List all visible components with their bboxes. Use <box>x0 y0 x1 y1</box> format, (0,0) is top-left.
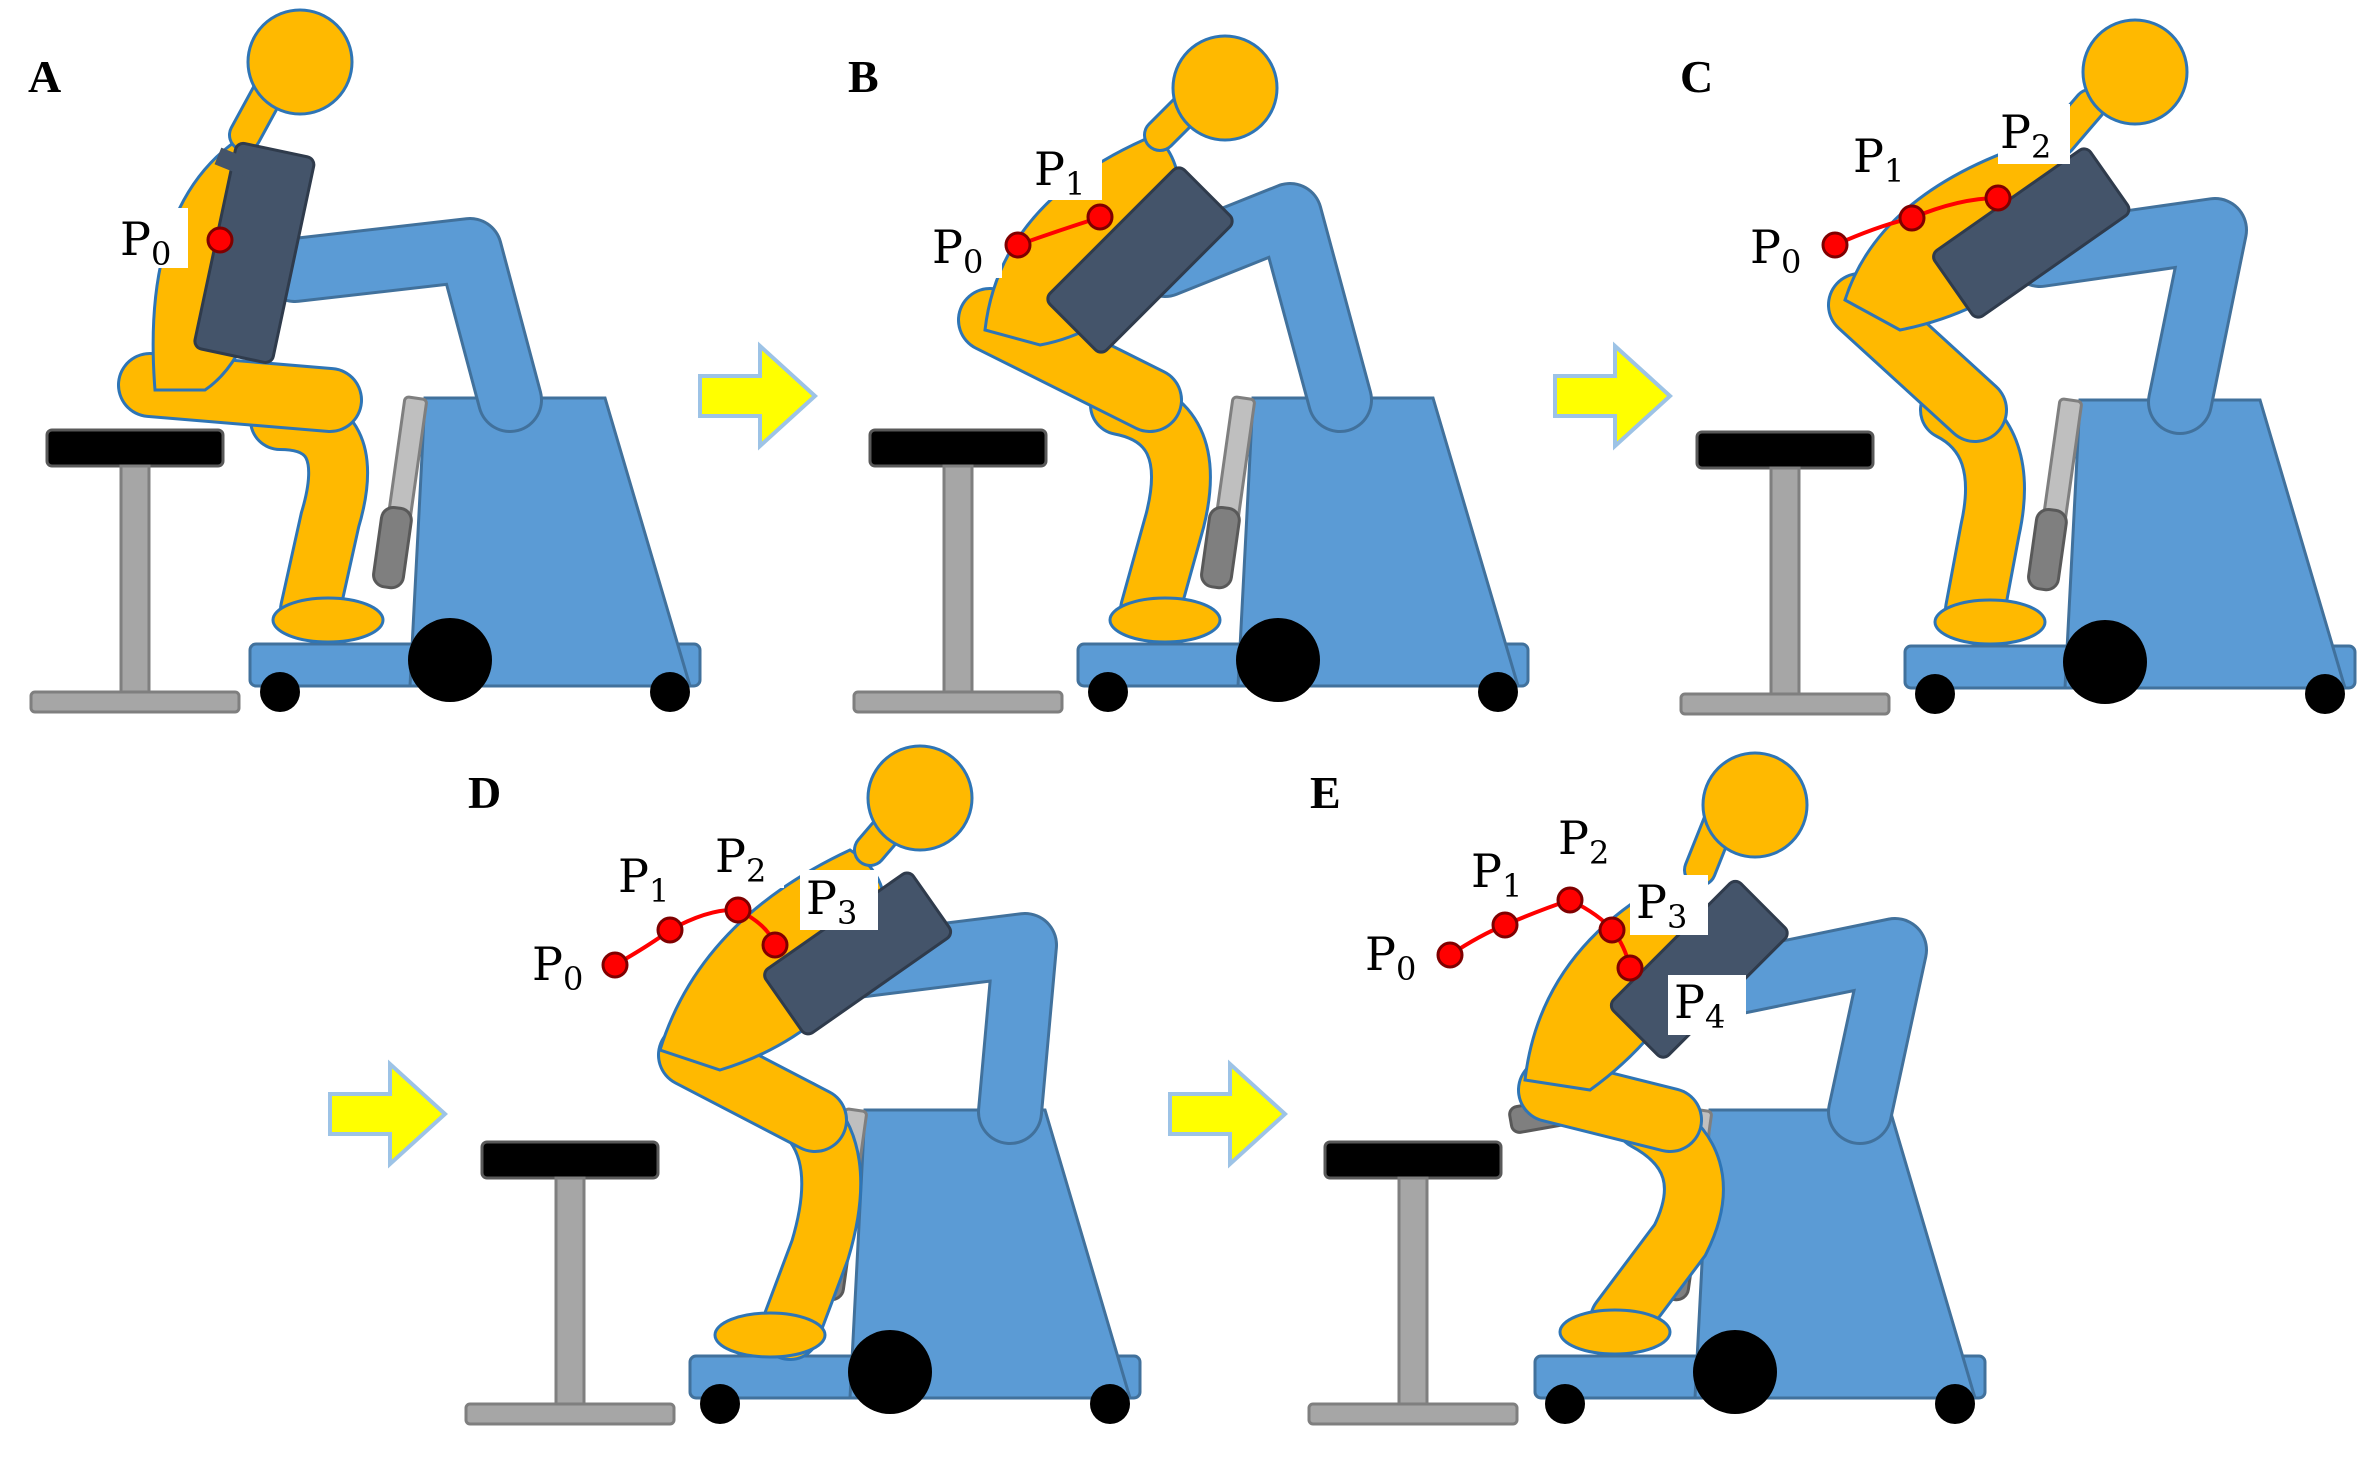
point-label-c-p2: P2 <box>2000 105 2051 166</box>
panel-b: B P0 P1 <box>848 34 1530 714</box>
panel-letter-e: E <box>1310 767 1341 818</box>
trajectory-point-c-p1 <box>1898 204 1926 232</box>
trajectory-point-b-p0 <box>1004 231 1032 259</box>
stool-a <box>29 428 241 714</box>
stool-c <box>1679 430 1891 716</box>
robot-e <box>1533 917 1987 1426</box>
trajectory-point-a-p0 <box>206 226 234 254</box>
trajectory-c: P0 P1 P2 <box>1748 104 2070 281</box>
panel-letter-d: D <box>468 767 501 818</box>
stool-d <box>464 1140 676 1426</box>
trajectory-point-b-p1 <box>1086 203 1114 231</box>
point-label-b-p1: P1 <box>1034 142 1085 203</box>
point-label-e-p4: P4 <box>1674 975 1725 1036</box>
point-label-d-p2: P2 <box>715 829 766 890</box>
trajectory-b: P0 P1 <box>930 140 1114 281</box>
trajectory-d: P0 P1 P2 P3 <box>530 828 878 998</box>
panel-letter-c: C <box>1680 51 1713 102</box>
trajectory-point-d-p2 <box>724 896 752 924</box>
panel-letter-a: A <box>28 51 61 102</box>
robot-c <box>1903 197 2357 716</box>
stool-b <box>852 428 1064 714</box>
trajectory-a: P0 <box>116 208 234 273</box>
trajectory-point-e-p3 <box>1598 916 1626 944</box>
arrow-b-to-c-icon <box>1553 341 1673 451</box>
panel-letter-b: B <box>848 51 879 102</box>
point-label-d-p1: P1 <box>618 849 669 910</box>
point-label-a-p0: P0 <box>120 212 171 273</box>
person-a <box>117 8 385 644</box>
point-label-e-p1: P1 <box>1471 844 1522 905</box>
trajectory-point-c-p0 <box>1821 231 1849 259</box>
trajectory-point-d-p3 <box>761 931 789 959</box>
arrow-a-to-b-icon <box>698 341 818 451</box>
stool-e <box>1307 1140 1519 1426</box>
arrow-c-to-d-icon <box>328 1059 448 1169</box>
panel-c: C P0 P1 P2 <box>1679 18 2357 716</box>
point-label-d-p3: P3 <box>806 871 857 932</box>
point-label-e-p0: P0 <box>1365 927 1416 988</box>
person-d <box>657 744 974 1361</box>
trajectory-point-e-p4 <box>1616 954 1644 982</box>
arrow-d-to-e-icon <box>1168 1059 1288 1169</box>
panel-e: E P0 P1 P2 P3 <box>1307 751 1987 1426</box>
panel-a: A P0 <box>28 8 702 714</box>
point-label-e-p3: P3 <box>1636 875 1687 936</box>
trajectory-point-e-p1 <box>1491 911 1519 939</box>
point-label-b-p0: P0 <box>932 220 983 281</box>
trajectory-point-d-p1 <box>656 916 684 944</box>
trajectory-point-d-p0 <box>601 951 629 979</box>
robot-a <box>248 217 702 714</box>
person-b <box>957 34 1279 644</box>
point-label-c-p1: P1 <box>1853 129 1904 190</box>
trajectory-point-c-p2 <box>1984 184 2012 212</box>
point-label-d-p0: P0 <box>532 937 583 998</box>
point-label-e-p2: P2 <box>1558 811 1609 872</box>
trajectory-e: P0 P1 P2 P3 P4 <box>1362 810 1746 1036</box>
panel-d: D P0 P1 P2 P3 <box>464 744 1142 1426</box>
person-e <box>1508 751 1809 1356</box>
trajectory-point-e-p2 <box>1556 886 1584 914</box>
trajectory-point-e-p0 <box>1436 941 1464 969</box>
point-label-c-p0: P0 <box>1750 220 1801 281</box>
